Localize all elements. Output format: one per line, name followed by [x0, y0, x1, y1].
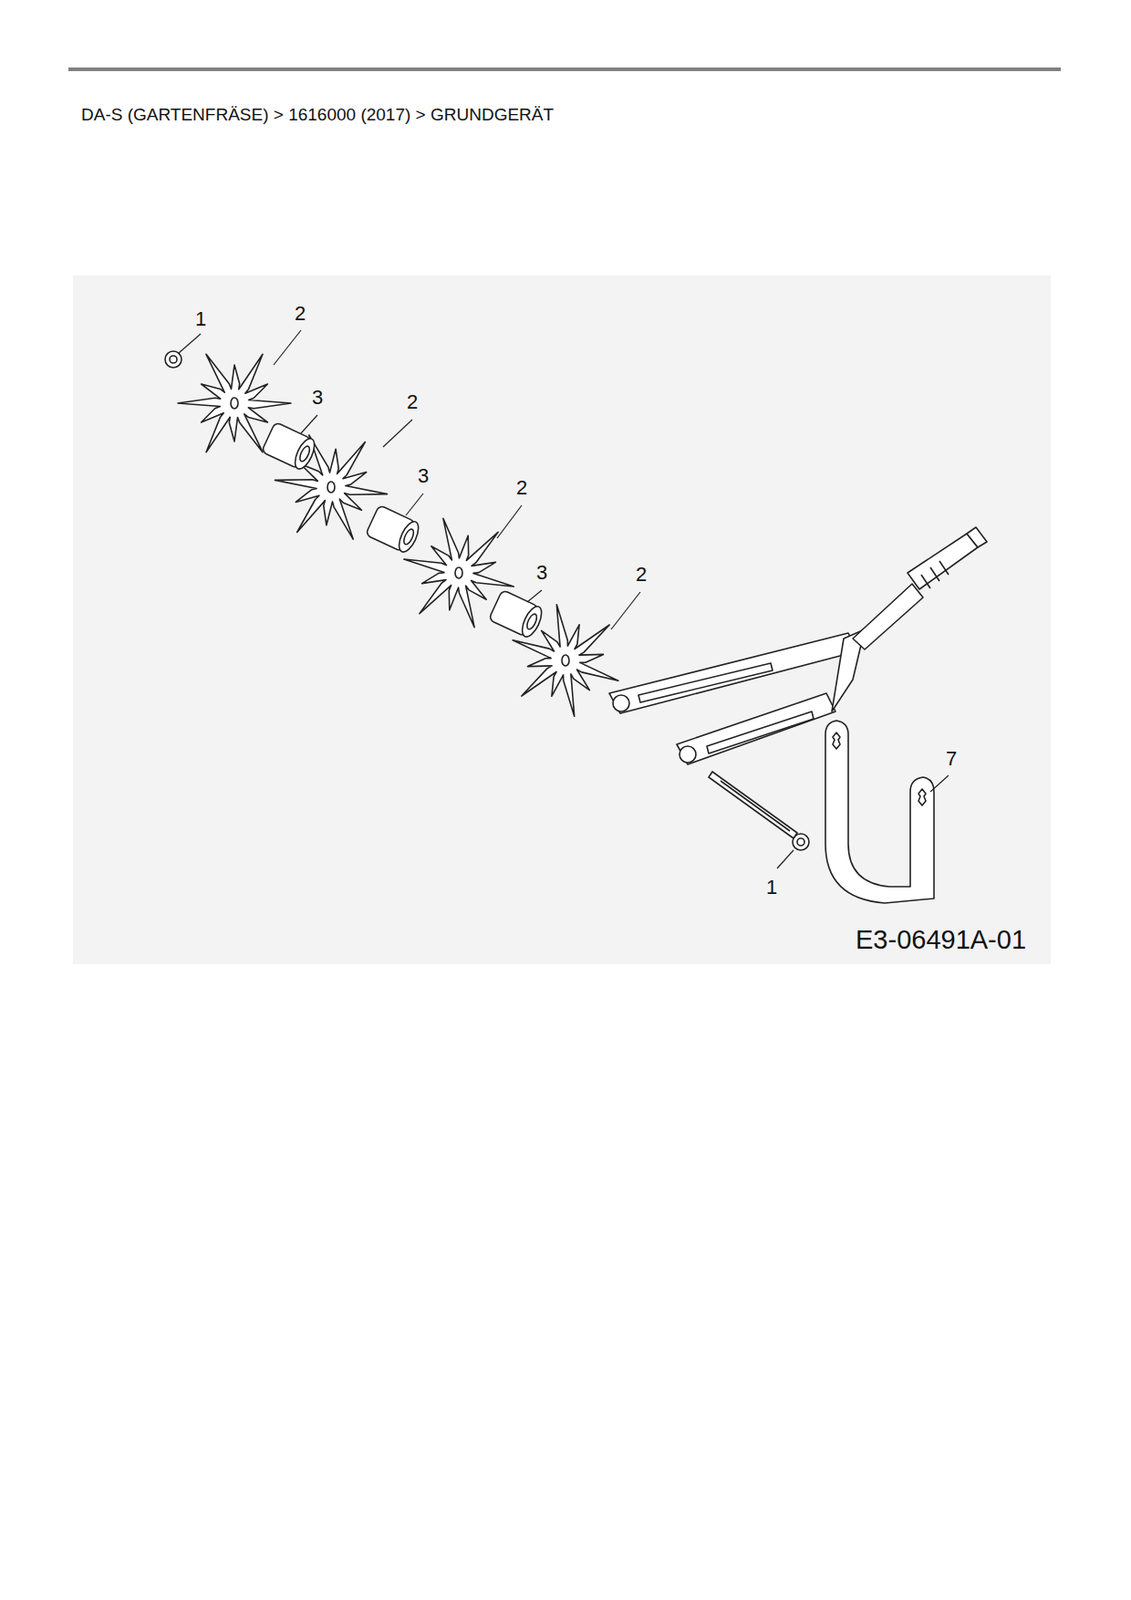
- callout-number: 2: [633, 563, 649, 586]
- tine-hole: [455, 567, 463, 579]
- tine-star: [512, 604, 619, 716]
- callout-number: 2: [514, 477, 530, 499]
- callout-number: 3: [415, 465, 431, 488]
- spacers: [261, 422, 546, 641]
- callout-number: 3: [534, 561, 550, 584]
- nuts: [165, 351, 810, 851]
- header-rule: [68, 67, 1061, 72]
- callout-number: 3: [310, 386, 325, 409]
- callout-number: 1: [193, 308, 208, 331]
- bolt: [708, 771, 798, 839]
- leader-lines: [178, 330, 949, 869]
- illustration-ground: [72, 275, 1051, 965]
- callout-number: 7: [944, 747, 959, 770]
- tine-hole: [230, 397, 239, 409]
- bracket-frame: [609, 527, 987, 765]
- u-bracket: [825, 720, 934, 903]
- callout-number: 2: [404, 391, 420, 414]
- callout-number: 1: [764, 876, 779, 899]
- callout-number: 2: [292, 302, 308, 325]
- tine-hole: [327, 481, 335, 493]
- tine-stars: [177, 353, 619, 716]
- tine-hole: [561, 654, 570, 666]
- drawing-number: E3-06491A-01: [855, 926, 1027, 954]
- breadcrumb-title: DA-S (GARTENFRÄSE) > 1616000 (2017) > GR…: [81, 105, 554, 124]
